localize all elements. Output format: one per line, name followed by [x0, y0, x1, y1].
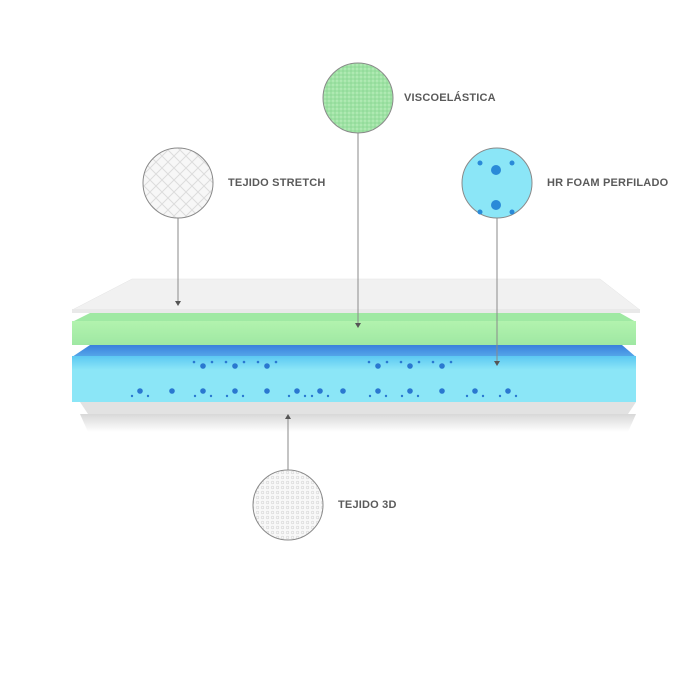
foam-hole: [317, 388, 323, 394]
arrow-icon: [285, 414, 291, 419]
foam-hole: [256, 360, 260, 364]
foam-hole: [400, 394, 404, 398]
foam-hole: [210, 360, 214, 364]
foam-hole: [200, 388, 206, 394]
foam-hole: [169, 388, 175, 394]
foam-hole: [375, 388, 381, 394]
foam-hole: [431, 360, 435, 364]
layer-hr-foam-top: [72, 345, 636, 357]
foam-hole: [274, 360, 278, 364]
foam-hole: [439, 388, 445, 394]
foam-hole: [294, 388, 300, 394]
swatch-tejido-stretch: [142, 147, 214, 219]
arrow-icon: [494, 361, 500, 366]
arrow-icon: [355, 323, 361, 328]
foam-holes: [130, 360, 518, 398]
arrow-icon: [175, 301, 181, 306]
foam-hole: [368, 394, 372, 398]
foam-hole: [242, 360, 246, 364]
foam-hole: [407, 388, 413, 394]
foam-hole: [193, 394, 197, 398]
foam-hole: [310, 394, 314, 398]
foam-hole: [505, 388, 511, 394]
foam-hole: [472, 388, 478, 394]
foam-hole: [287, 394, 291, 398]
foam-hole: [417, 360, 421, 364]
foam-hole: [200, 363, 206, 369]
foam-hole: [130, 394, 134, 398]
foam-hole: [375, 363, 381, 369]
foam-hole: [385, 360, 389, 364]
foam-hole: [514, 394, 518, 398]
foam-hole: [340, 388, 346, 394]
layer-viscoelastica-top: [72, 313, 636, 322]
label-tejido-stretch: TEJIDO STRETCH: [228, 177, 326, 189]
foam-hole: [439, 363, 445, 369]
foam-hole: [465, 394, 469, 398]
foam-hole: [449, 360, 453, 364]
foam-hole: [209, 394, 213, 398]
label-viscoelastica: VISCOELÁSTICA: [404, 92, 496, 104]
floor-shadow: [80, 414, 636, 432]
foam-hole: [399, 360, 403, 364]
layer-viscoelastica: [72, 321, 636, 345]
foam-hole: [303, 394, 307, 398]
foam-hole: [232, 388, 238, 394]
swatch-viscoelastica: [322, 62, 394, 134]
foam-hole: [498, 394, 502, 398]
layer-hr-foam: [72, 356, 636, 402]
foam-hole: [192, 360, 196, 364]
foam-hole: [384, 394, 388, 398]
foam-hole: [224, 360, 228, 364]
label-tejido-3d: TEJIDO 3D: [338, 499, 397, 511]
foam-hole: [137, 388, 143, 394]
foam-hole: [264, 388, 270, 394]
foam-hole: [407, 363, 413, 369]
foam-hole: [367, 360, 371, 364]
layer-tejido-3d: [80, 402, 636, 414]
layer-tejido-stretch-edge: [72, 309, 640, 313]
foam-hole: [241, 394, 245, 398]
layer-tejido-stretch: [71, 278, 641, 311]
foam-hole: [326, 394, 330, 398]
foam-hole: [416, 394, 420, 398]
foam-hole: [264, 363, 270, 369]
foam-hole: [232, 363, 238, 369]
swatch-tejido-3d: [252, 469, 324, 541]
foam-hole: [225, 394, 229, 398]
foam-hole: [146, 394, 150, 398]
foam-hole: [481, 394, 485, 398]
swatch-hr-foam: [461, 147, 533, 219]
label-hr-foam: HR FOAM PERFILADO: [547, 177, 669, 189]
